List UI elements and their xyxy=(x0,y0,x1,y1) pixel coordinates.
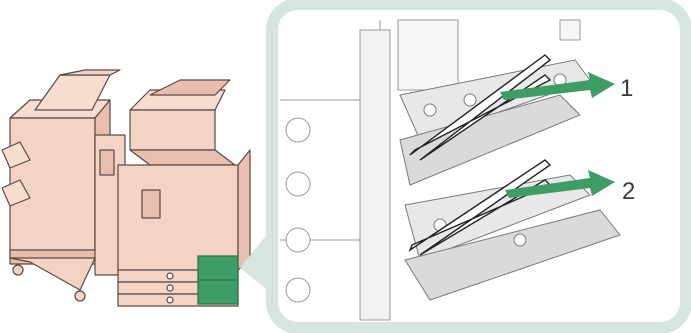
printer-overview xyxy=(2,70,250,306)
dial-4 xyxy=(286,278,310,302)
main-unit xyxy=(118,80,250,306)
dial-1 xyxy=(286,118,310,142)
dial-3 xyxy=(286,228,310,252)
step-1-label: 1 xyxy=(620,75,633,102)
dial-2 xyxy=(286,172,310,196)
step-2-label: 2 xyxy=(622,178,635,205)
callout-detail-view: 1 2 xyxy=(272,4,686,328)
